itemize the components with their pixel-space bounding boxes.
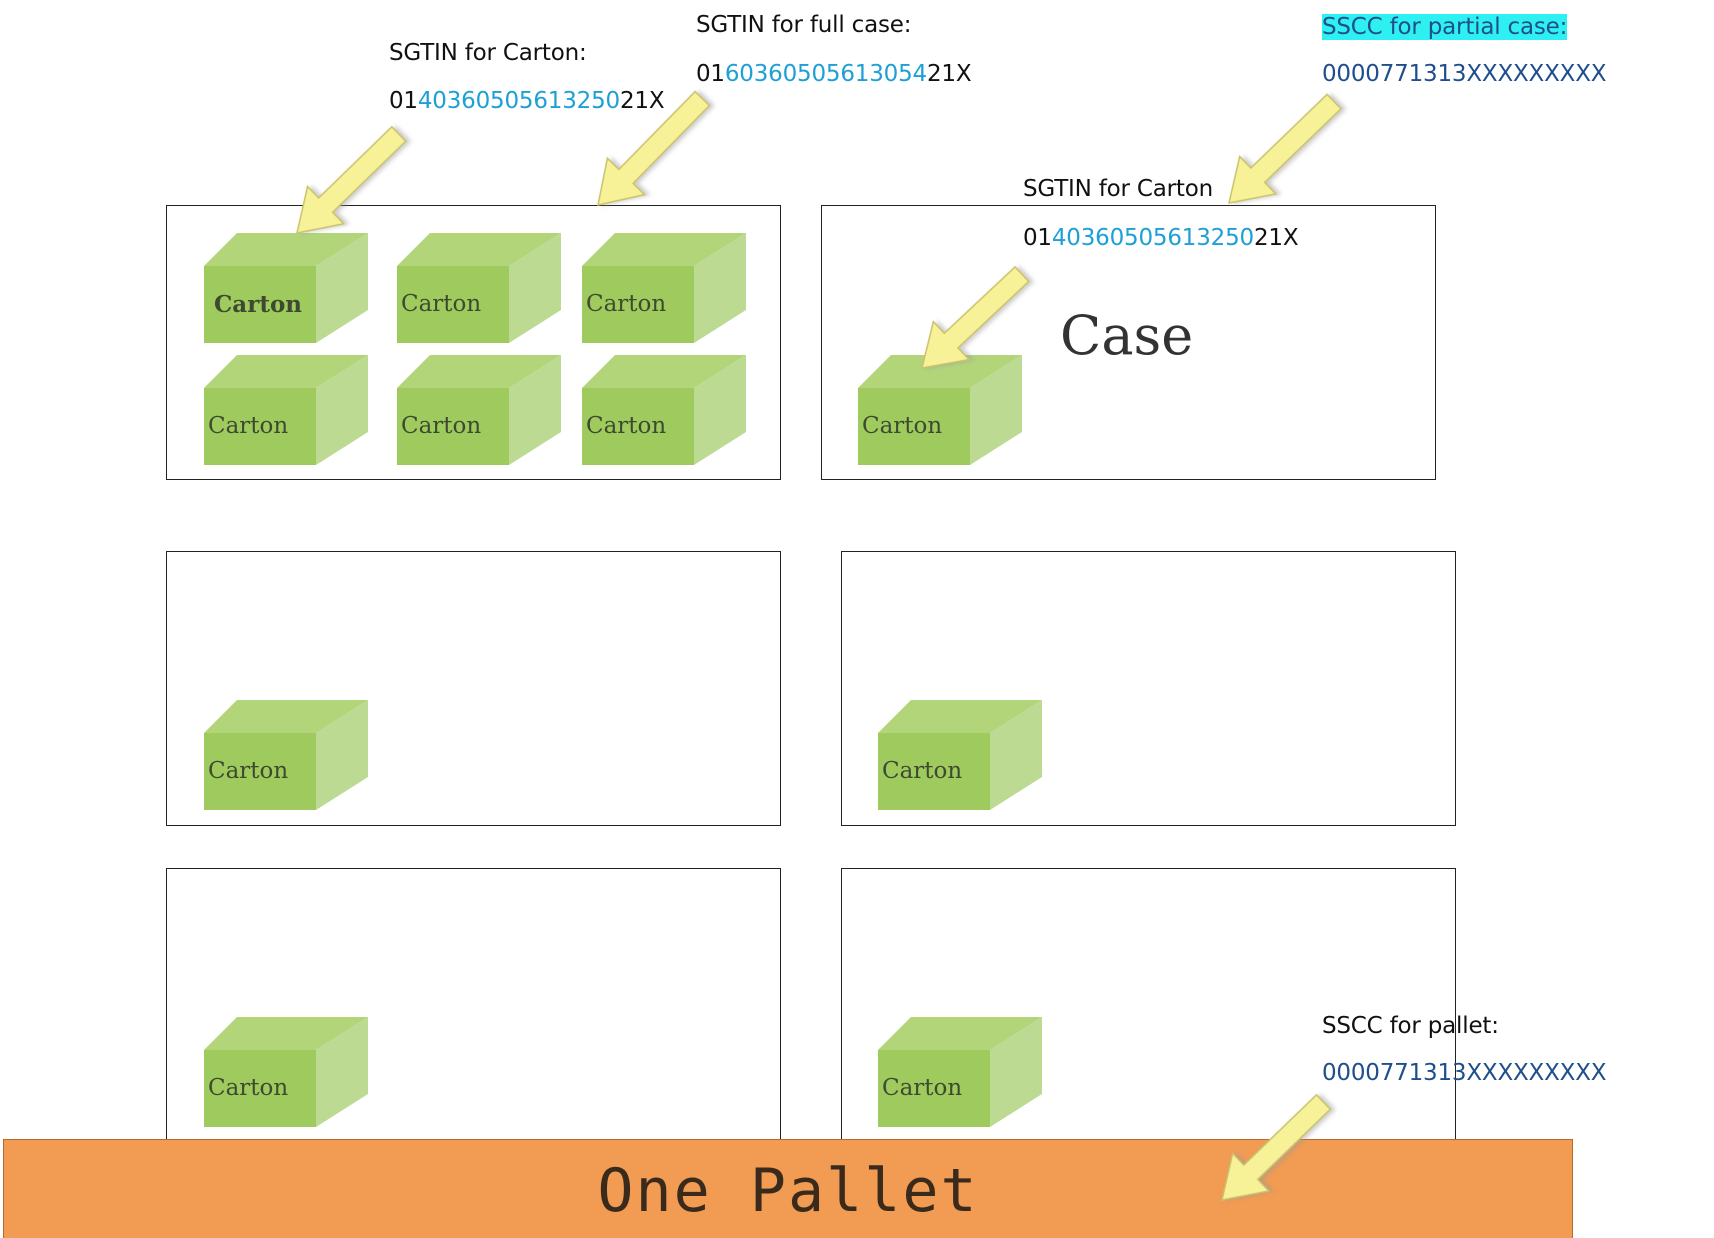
case-label: Case <box>1060 304 1194 367</box>
carton: Carton <box>582 355 746 465</box>
sgtin-carton-inner-code: 014036050561325021X <box>1023 225 1299 251</box>
sgtin-carton-inner-title: SGTIN for Carton <box>1023 176 1213 202</box>
carton-label: Carton <box>862 413 943 439</box>
carton-label: Carton <box>586 291 667 317</box>
sscc-partial-case-title: SSCC for partial case: <box>1322 14 1568 40</box>
carton-label: Carton <box>208 413 289 439</box>
carton-label: Carton <box>401 291 482 317</box>
carton: Carton <box>397 355 561 465</box>
carton: Carton <box>878 700 1042 810</box>
sscc-partial-case-code: 0000771313XXXXXXXXX <box>1322 61 1607 87</box>
pallet: One Pallet <box>3 1139 1573 1238</box>
carton: Carton <box>204 1017 368 1127</box>
carton: Carton <box>858 355 1022 465</box>
sscc-pallet-title: SSCC for pallet: <box>1322 1013 1499 1039</box>
carton: Carton <box>204 355 368 465</box>
arrow-to-partial-case <box>1228 93 1343 204</box>
carton-label: Carton <box>882 1075 963 1101</box>
carton-label: Carton <box>208 758 289 784</box>
sgtin-carton-title: SGTIN for Carton: <box>389 40 587 66</box>
carton-label: Carton <box>208 1075 289 1101</box>
carton: Carton <box>397 233 561 343</box>
sscc-pallet-code: 0000771313XXXXXXXXX <box>1322 1060 1607 1086</box>
pallet-label: One Pallet <box>597 1156 979 1226</box>
carton-label: Carton <box>214 291 303 318</box>
sgtin-full-case-title: SGTIN for full case: <box>696 12 912 38</box>
carton: Carton <box>582 233 746 343</box>
carton-label: Carton <box>586 413 667 439</box>
carton: Carton <box>204 700 368 810</box>
carton-label: Carton <box>882 758 963 784</box>
carton-label: Carton <box>401 413 482 439</box>
sgtin-carton-code: 014036050561325021X <box>389 88 665 114</box>
sgtin-full-case-code: 016036050561305421X <box>696 61 972 87</box>
carton: Carton <box>878 1017 1042 1127</box>
carton: Carton <box>204 233 368 343</box>
